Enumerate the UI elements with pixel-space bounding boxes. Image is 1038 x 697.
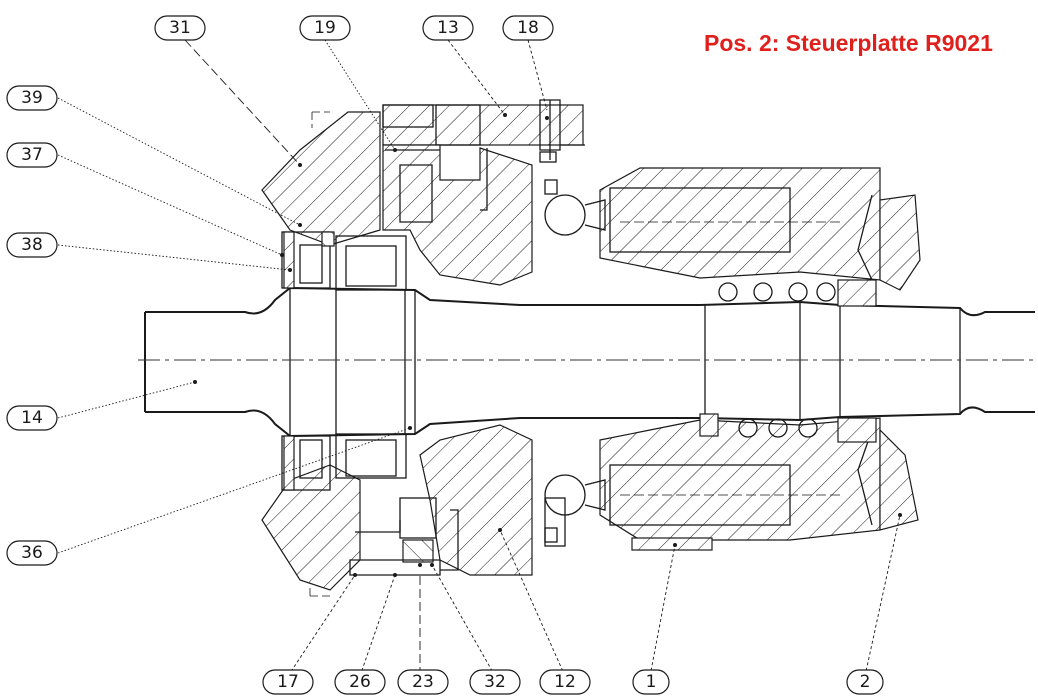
- callout-26: 26: [334, 669, 386, 695]
- callout-31: 31: [154, 15, 206, 41]
- callout-13-label: 13: [437, 18, 459, 38]
- callout-18-label: 18: [517, 18, 539, 38]
- callout-12: 12: [539, 669, 591, 695]
- drawing-title: Pos. 2: Steuerplatte R9021: [704, 30, 993, 56]
- callout-19-label: 19: [314, 18, 336, 38]
- callout-32-label: 32: [484, 672, 506, 692]
- bearing-seal-pack: [281, 231, 407, 491]
- cylinder-housing: [599, 167, 881, 551]
- callout-36: 36: [6, 540, 58, 566]
- callout-23-label: 23: [412, 672, 434, 692]
- callout-23: 23: [397, 669, 449, 695]
- housing-lower: [349, 424, 566, 576]
- callout-19: 19: [299, 15, 351, 41]
- callout-18: 18: [502, 15, 554, 41]
- callout-32: 32: [469, 669, 521, 695]
- callout-1-label: 1: [646, 672, 657, 692]
- drive-shaft: [144, 286, 1035, 438]
- callout-39-label: 39: [21, 88, 43, 108]
- control-plate: [857, 194, 921, 531]
- mounting-flange: [261, 111, 381, 597]
- callout-37: 37: [6, 142, 58, 168]
- housing-upper: [382, 144, 533, 286]
- callout-26-label: 26: [349, 672, 371, 692]
- callout-14: 14: [6, 405, 58, 431]
- callout-38: 38: [6, 232, 58, 258]
- callout-2: 2: [846, 669, 884, 695]
- callout-12-label: 12: [554, 672, 576, 692]
- callout-14-label: 14: [21, 408, 43, 428]
- callout-37-label: 37: [21, 145, 43, 165]
- callout-1: 1: [632, 669, 670, 695]
- pistons: [544, 179, 606, 543]
- callout-2-label: 2: [860, 672, 871, 692]
- callout-13: 13: [422, 15, 474, 41]
- port-plate-top: [382, 99, 585, 163]
- callout-31-label: 31: [169, 18, 191, 38]
- leader-lines: [57, 39, 902, 677]
- callout-36-label: 36: [21, 543, 43, 563]
- callout-17: 17: [262, 669, 314, 695]
- callout-17-label: 17: [277, 672, 299, 692]
- spring-set: [699, 279, 877, 443]
- callout-39: 39: [6, 85, 58, 111]
- callout-38-label: 38: [21, 235, 43, 255]
